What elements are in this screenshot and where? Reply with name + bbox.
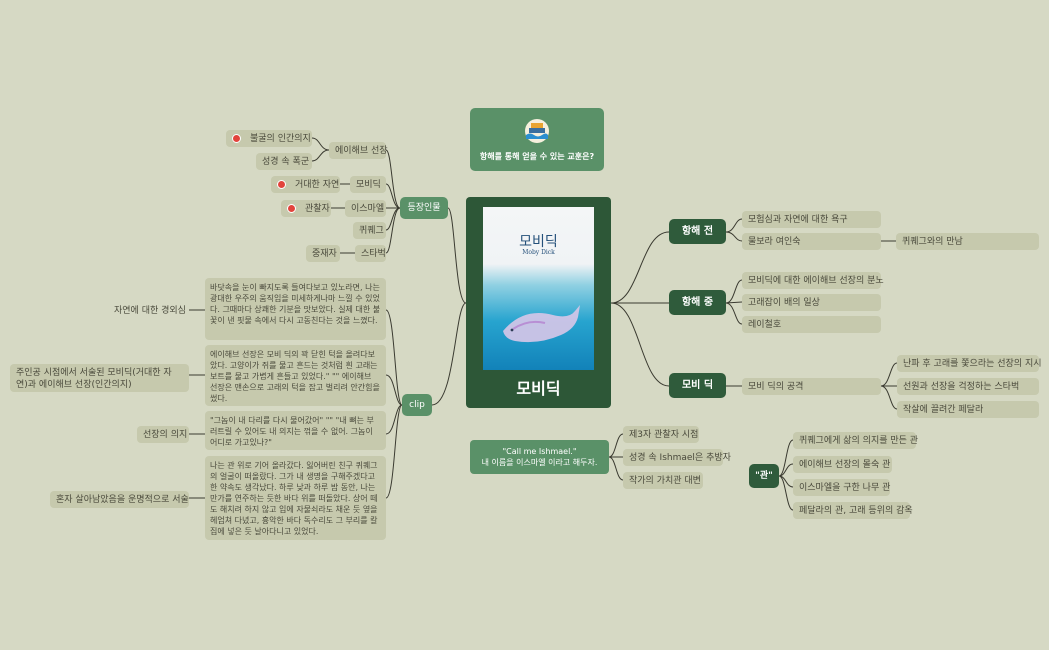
hub-coffin-label: "관" [755, 471, 773, 481]
hub-characters[interactable]: 등장인물 [400, 197, 448, 219]
clip-quote-3[interactable]: "그놈이 내 다리를 다시 물어갔어" "" "내 뼈는 부러트릴 수 있어도 … [205, 411, 386, 450]
hub-characters-label: 등장인물 [407, 203, 441, 213]
quote-line-1: "Call me Ishmael." [502, 447, 577, 456]
whale-illustration [503, 305, 580, 343]
trait-indomitable-will-label: 불굴의 인간의지 [250, 134, 311, 144]
topic-fedallah-harpoon[interactable]: 작살에 끌려간 페달라 [897, 401, 1039, 418]
topic-author-values[interactable]: 작가의 가치관 대변 [623, 472, 703, 489]
hub-before-voyage-label: 항해 전 [681, 225, 714, 237]
hub-before-voyage[interactable]: 항해 전 [669, 219, 726, 244]
trait-great-nature-label: 거대한 자연 [295, 180, 340, 190]
topic-biblical-ishmael[interactable]: 성경 속 Ishmael은 추방자 [623, 449, 731, 466]
character-ahab[interactable]: 에이해브 선장 [329, 142, 388, 159]
hub-clip[interactable]: clip [402, 394, 432, 416]
topic-spouter-inn[interactable]: 물보라 여인숙 [742, 233, 881, 250]
hub-coffin[interactable]: "관" [749, 464, 779, 488]
character-mobydick[interactable]: 모비딕 [350, 176, 386, 193]
topic-coffin-queequeg[interactable]: 퀴퀘그에게 삶의 의지를 만든 관 [793, 432, 918, 449]
topic-coffin-ishmael[interactable]: 이스마엘을 구한 나무 관 [793, 479, 890, 496]
trait-observer-label: 관찰자 [305, 204, 330, 214]
trait-indomitable-will[interactable]: 불굴의 인간의지 [226, 130, 312, 147]
trait-biblical-tyrant[interactable]: 성경 속 폭군 [256, 153, 312, 170]
character-starbuck[interactable]: 스타벅 [355, 245, 386, 262]
character-ishmael[interactable]: 이스마엘 [345, 200, 386, 217]
book-cover-image: 모비딕 Moby Dick [483, 207, 594, 370]
topic-starbuck-worry[interactable]: 선원과 선장을 걱정하는 스타벅 [897, 378, 1039, 395]
topic-meeting-queequeg[interactable]: 퀴퀘그와의 만남 [896, 233, 1039, 250]
quote-box[interactable]: "Call me Ishmael." 내 이름을 이스마엘 이라고 해두자. [470, 440, 609, 474]
trait-mediator[interactable]: 중재자 [306, 245, 340, 262]
hub-moby-dick-label: 모비 딕 [681, 379, 714, 391]
hub-during-voyage-label: 항해 중 [681, 296, 714, 308]
priority-dot-icon [232, 134, 241, 143]
guiding-question-box[interactable]: 항해를 통해 얻을 수 있는 교훈은? [470, 108, 604, 171]
clip-label-captain-will[interactable]: 선장의 의지 [137, 426, 189, 443]
clip-quote-2[interactable]: 에이해브 선장은 모비 딕의 꽉 닫힌 턱을 올려다보았다. 고양이가 쥐를 물… [205, 345, 386, 406]
character-queequeg[interactable]: 퀴퀘그 [353, 222, 386, 239]
clip-label-survival[interactable]: 혼자 살아남았음을 운명적으로 서술 [50, 491, 189, 508]
hub-clip-label: clip [409, 400, 425, 410]
central-title: 모비딕 [516, 379, 561, 398]
topic-whaling-life[interactable]: 고래잡이 배의 일상 [742, 294, 881, 311]
topic-observer-view[interactable]: 제3자 관찰자 시점 [623, 426, 699, 443]
hub-moby-dick[interactable]: 모비 딕 [669, 373, 726, 398]
guiding-question-text: 항해를 통해 얻을 수 있는 교훈은? [479, 152, 595, 161]
topic-captain-order[interactable]: 난파 후 고래를 쫓으라는 선장의 지시 [897, 355, 1042, 372]
priority-dot-icon [287, 204, 296, 213]
cover-subtitle: Moby Dick [522, 249, 555, 256]
trait-observer[interactable]: 관찰자 [281, 200, 331, 217]
topic-rachel[interactable]: 레이철호 [742, 316, 881, 333]
topic-coffin-fedallah[interactable]: 페달라의 관, 고래 등위의 감옥 [793, 502, 913, 519]
topic-ahab-anger[interactable]: 모비딕에 대한 에이해브 선장의 분노 [742, 272, 884, 289]
ship-icon [525, 119, 549, 143]
topic-mobydick-attack[interactable]: 모비 딕의 공격 [742, 378, 881, 395]
priority-dot-icon [277, 180, 286, 189]
central-topic[interactable]: 모비딕 Moby Dick 모비딕 [466, 197, 611, 408]
quote-line-2: 내 이름을 이스마엘 이라고 해두자. [481, 458, 598, 467]
hub-during-voyage[interactable]: 항해 중 [669, 290, 726, 315]
topic-adventure-desire[interactable]: 모험심과 자연에 대한 욕구 [742, 211, 881, 228]
clip-label-awe[interactable]: 자연에 대한 경외심 [114, 306, 186, 316]
clip-label-narration[interactable]: 주인공 시점에서 서술된 모비딕(거대한 자연)과 에이해브 선장(인간의지) [10, 364, 189, 392]
trait-great-nature[interactable]: 거대한 자연 [271, 176, 340, 193]
topic-coffin-ahab[interactable]: 에이해브 선장의 몰숙 관 [793, 456, 892, 473]
clip-quote-1[interactable]: 바닷속을 눈이 빠지도록 들여다보고 있노라면, 나는 광대한 우주의 움직임을… [205, 278, 386, 340]
cover-title: 모비딕 [519, 234, 558, 250]
clip-quote-4[interactable]: 나는 관 위로 기어 올라갔다. 잃어버린 친구 퀴퀘그의 얼굴이 떠올랐다. … [205, 456, 386, 540]
